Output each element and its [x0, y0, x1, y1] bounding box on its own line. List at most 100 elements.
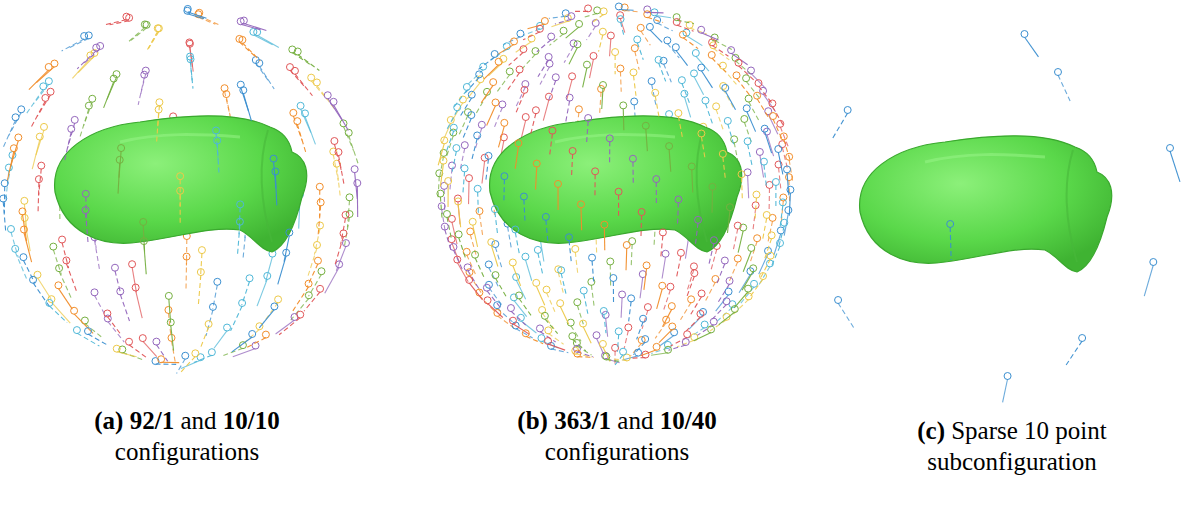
- point-marker: [51, 60, 58, 67]
- sensor-point: [629, 238, 636, 267]
- sensor-point: [146, 25, 161, 52]
- sensor-point: [83, 42, 104, 63]
- point-marker: [453, 145, 460, 152]
- direction-line: [36, 130, 44, 155]
- sensor-point: [64, 125, 74, 161]
- point-marker: [461, 165, 468, 172]
- direction-line: [239, 42, 255, 57]
- sensor-point: [614, 348, 627, 366]
- direction-line: [717, 264, 725, 284]
- sensor-point: [651, 341, 671, 353]
- direction-line: [543, 100, 549, 121]
- point-marker: [126, 14, 133, 21]
- point-marker: [297, 311, 304, 318]
- sensor-point: [698, 64, 713, 88]
- point-marker: [85, 32, 92, 39]
- sensor-point: [440, 157, 447, 186]
- point-marker: [585, 5, 592, 12]
- sensor-point: [132, 284, 142, 318]
- point-marker: [153, 338, 160, 345]
- point-marker: [698, 130, 705, 137]
- point-marker: [642, 122, 649, 129]
- direction-line: [491, 245, 498, 266]
- direction-line: [789, 193, 790, 216]
- direction-line: [664, 290, 671, 310]
- direction-line: [609, 141, 610, 164]
- sensor-point: [678, 77, 689, 103]
- sensor-point: [1144, 259, 1157, 297]
- sensor-point: [184, 5, 206, 18]
- sensor-point: [572, 5, 591, 12]
- point-marker: [256, 323, 263, 330]
- sensor-point: [659, 323, 676, 343]
- direction-line: [107, 316, 121, 335]
- direction-line: [516, 93, 524, 113]
- sensor-point: [734, 285, 751, 308]
- sensor-point: [578, 201, 585, 230]
- point-marker: [740, 224, 747, 231]
- direction-line: [716, 295, 729, 312]
- direction-line: [775, 185, 776, 208]
- direction-line: [187, 14, 204, 19]
- sensor-point: [600, 307, 607, 333]
- sensor-point: [461, 165, 468, 194]
- point-marker: [770, 113, 777, 120]
- direction-line: [454, 90, 467, 107]
- point-marker: [351, 166, 358, 173]
- point-marker: [603, 353, 610, 360]
- point-marker: [767, 252, 774, 259]
- point-marker: [620, 348, 627, 355]
- point-marker: [642, 336, 649, 343]
- point-marker: [7, 226, 14, 233]
- direction-line: [463, 118, 472, 139]
- direction-line: [39, 169, 42, 196]
- sensor-point: [259, 303, 278, 328]
- direction-line: [487, 105, 496, 125]
- point-marker: [709, 39, 716, 46]
- direction-line: [256, 63, 270, 82]
- point-marker: [745, 95, 752, 102]
- sensor-point: [512, 322, 533, 338]
- point-marker: [12, 114, 19, 121]
- point-marker: [557, 300, 564, 307]
- sensor-point: [760, 252, 774, 278]
- sensor-point: [127, 21, 148, 43]
- point-marker: [546, 60, 553, 67]
- point-marker: [21, 197, 28, 204]
- point-marker: [599, 28, 606, 35]
- sensor-point: [236, 35, 256, 56]
- direction-line: [115, 271, 121, 296]
- point-marker: [644, 304, 651, 311]
- sensor-point: [713, 103, 724, 130]
- sensor-point: [642, 122, 649, 151]
- direction-line: [49, 306, 67, 323]
- point-marker: [713, 103, 720, 110]
- direction-line: [276, 320, 295, 334]
- direction-line: [301, 109, 311, 133]
- point-marker: [688, 296, 695, 303]
- direction-line: [604, 314, 606, 333]
- point-marker: [485, 152, 492, 159]
- direction-line: [524, 200, 525, 223]
- sensor-point: [534, 246, 542, 274]
- sensor-point: [201, 321, 213, 348]
- panel-caption: (c) Sparse 10 point subconfiguration: [877, 415, 1147, 477]
- point-marker: [289, 46, 296, 53]
- point-marker: [484, 297, 491, 304]
- sensor-point: [722, 84, 736, 109]
- direction-line: [107, 77, 117, 99]
- sensor-point: [516, 81, 529, 107]
- sensor-point: [1066, 335, 1086, 365]
- sensor-point: [566, 234, 573, 263]
- point-marker: [666, 143, 673, 150]
- point-marker: [741, 115, 748, 122]
- asteroid: [860, 136, 1112, 272]
- direction-line: [140, 74, 146, 97]
- direction-line: [110, 21, 130, 25]
- point-marker: [509, 317, 516, 324]
- direction-line: [515, 146, 518, 169]
- sensor-point: [615, 188, 622, 217]
- sensor-point: [765, 108, 778, 135]
- point-marker: [237, 201, 244, 208]
- sensor-point: [286, 64, 306, 89]
